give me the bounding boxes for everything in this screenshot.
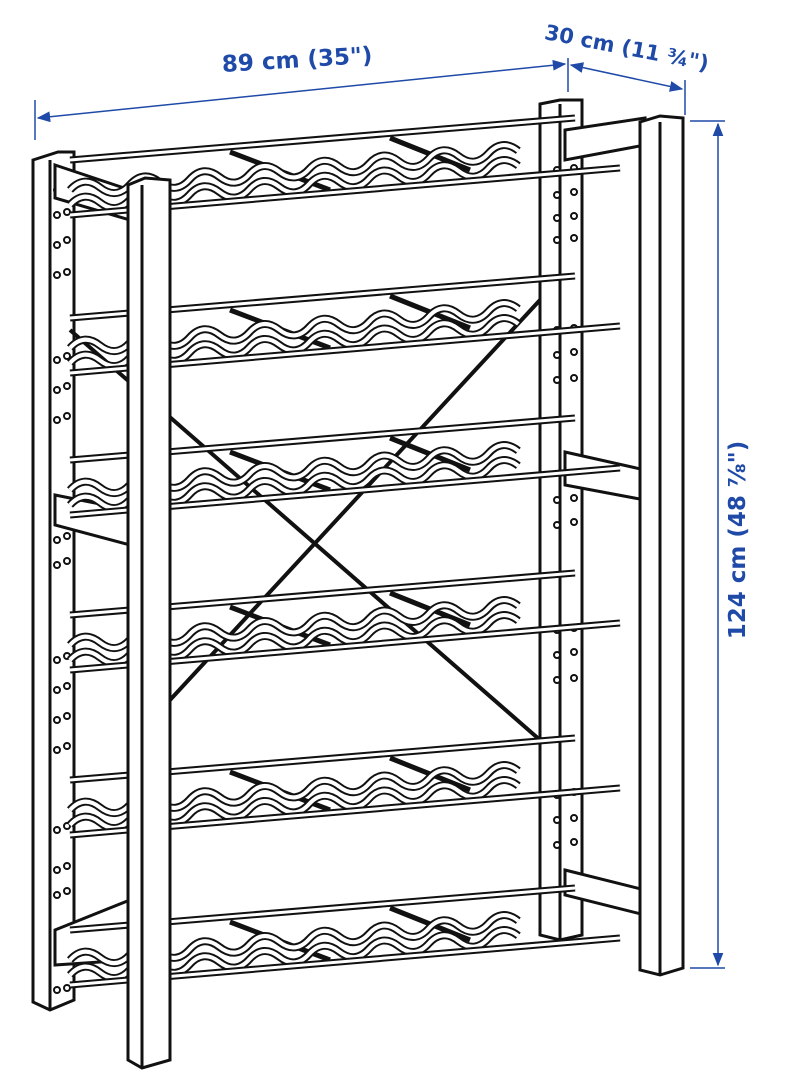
height-dimension-label: 124 cm (48 ⅞")	[725, 440, 751, 640]
side-connectors	[53, 116, 647, 967]
front-right-post	[638, 114, 685, 977]
back-right-post	[538, 98, 584, 942]
back-left-post	[31, 150, 76, 1012]
height-dimension-line	[690, 120, 725, 969]
depth-dimension-line	[567, 58, 686, 115]
width-dimension-line	[34, 59, 567, 140]
front-left-post	[126, 176, 172, 1070]
